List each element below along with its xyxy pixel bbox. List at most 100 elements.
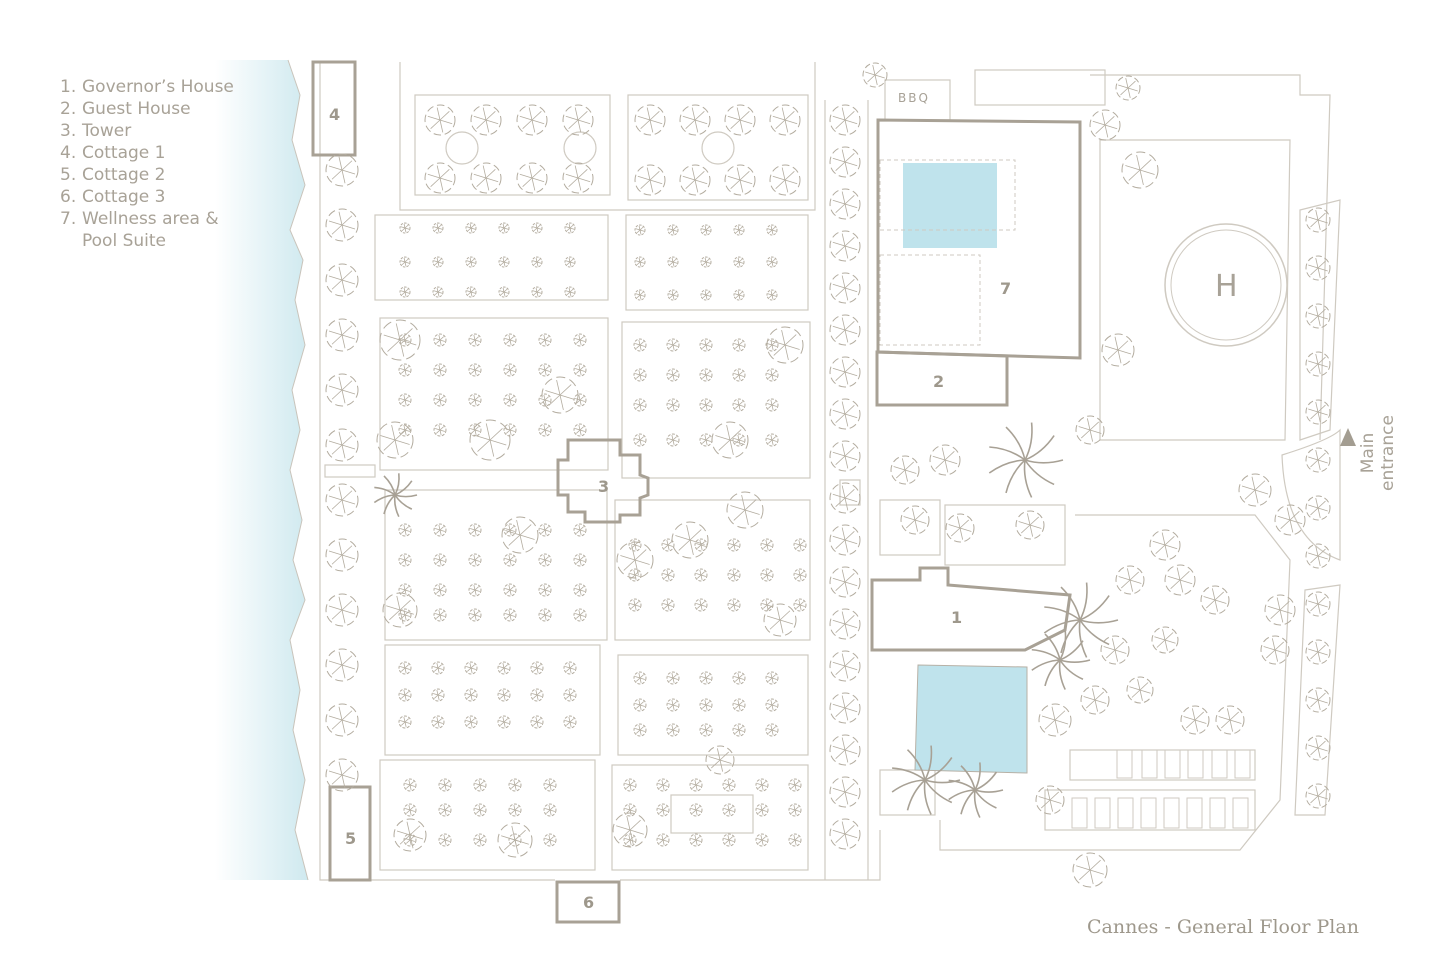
tree-icon	[376, 421, 414, 459]
tree-icon	[829, 272, 861, 304]
tree-icon	[793, 538, 807, 552]
veg-beds	[1071, 749, 1251, 829]
tree-icon	[829, 146, 861, 178]
tree-icon	[612, 812, 648, 848]
tree-icon	[656, 803, 670, 817]
label-governors-house: 1	[951, 608, 962, 627]
tree-icon	[656, 778, 670, 792]
tree-icon	[793, 568, 807, 582]
tree-icon	[788, 803, 802, 817]
tree-icon	[829, 356, 861, 388]
tree-icon	[623, 833, 637, 847]
cottage-3-outline	[555, 880, 621, 924]
tree-icon	[689, 778, 703, 792]
tree-icon	[1080, 685, 1110, 715]
tree-icon	[538, 333, 552, 347]
tree-icon	[1305, 255, 1331, 281]
tree-icon	[700, 289, 712, 301]
tree-icon	[497, 661, 511, 675]
tree-icon	[563, 688, 577, 702]
tree-icon	[705, 745, 735, 775]
tree-icon	[766, 326, 804, 364]
tree-icon	[829, 734, 861, 766]
cottage-1-outline	[311, 60, 357, 157]
tree-icon	[468, 363, 482, 377]
tree-icon	[433, 553, 447, 567]
tree-icon	[497, 715, 511, 729]
tree-icon	[538, 523, 552, 537]
tree-icon	[633, 338, 647, 352]
tree-icon	[538, 363, 552, 377]
tree-icon	[562, 162, 594, 194]
tree-icon	[755, 803, 769, 817]
tree-icon	[829, 314, 861, 346]
tree-icon	[1305, 399, 1331, 425]
tree-icon	[503, 553, 517, 567]
large-tree-icon	[1031, 630, 1091, 690]
tree-icon	[733, 256, 745, 268]
tree-icon	[564, 286, 576, 298]
tree-icon	[325, 703, 359, 737]
tree-icon	[679, 104, 711, 136]
tree-icon	[634, 104, 666, 136]
label-cottage-1: 4	[329, 105, 340, 124]
tree-icon	[503, 423, 517, 437]
tree-icon	[431, 661, 445, 675]
tree-icon	[431, 715, 445, 729]
tree-icon	[623, 803, 637, 817]
tree-icon	[497, 822, 533, 858]
coastline	[287, 59, 309, 881]
tree-icon	[829, 776, 861, 808]
tree-icon	[473, 803, 487, 817]
tree-icon	[633, 398, 647, 412]
tree-icon	[766, 224, 778, 236]
tree-icon	[656, 833, 670, 847]
tree-icon	[503, 363, 517, 377]
tree-icon	[438, 833, 452, 847]
tree-icon	[766, 289, 778, 301]
trees	[325, 62, 1331, 888]
tree-icon	[464, 715, 478, 729]
tree-icon	[469, 419, 511, 461]
tree-icon	[666, 698, 680, 712]
tree-icon	[503, 583, 517, 597]
tree-icon	[733, 289, 745, 301]
tower-outline	[556, 438, 650, 524]
tree-icon	[1075, 415, 1105, 445]
tree-icon	[573, 608, 587, 622]
tree-icon	[1305, 783, 1331, 809]
tree-icon	[325, 318, 359, 352]
tree-icon	[433, 363, 447, 377]
tree-icon	[1100, 635, 1130, 665]
tree-icon	[470, 104, 502, 136]
wellness-outline	[876, 118, 1082, 360]
tree-icon	[516, 104, 548, 136]
tree-icon	[727, 568, 741, 582]
tree-icon	[432, 286, 444, 298]
tree-icon	[1305, 543, 1331, 569]
tree-icon	[755, 778, 769, 792]
tree-icon	[667, 289, 679, 301]
tree-icon	[765, 398, 779, 412]
tree-icon	[699, 671, 713, 685]
helipad	[1164, 223, 1288, 347]
tree-icon	[424, 162, 456, 194]
tree-icon	[1151, 626, 1179, 654]
tree-icon	[661, 538, 675, 552]
tree-icon	[573, 523, 587, 537]
tree-icon	[769, 104, 801, 136]
tree-icon	[564, 256, 576, 268]
tree-icon	[766, 256, 778, 268]
tree-icon	[325, 373, 359, 407]
tree-icon	[563, 661, 577, 675]
wellness-dashed	[879, 159, 1016, 346]
legend-item: 4.Cottage 1	[60, 143, 166, 163]
tree-icon	[633, 368, 647, 382]
tree-icon	[793, 598, 807, 612]
tree-icon	[722, 803, 736, 817]
tree-icon	[634, 224, 646, 236]
tree-icon	[501, 516, 539, 554]
tree-icon	[530, 715, 544, 729]
tree-icon	[661, 598, 675, 612]
garden-outlines	[319, 62, 1341, 881]
